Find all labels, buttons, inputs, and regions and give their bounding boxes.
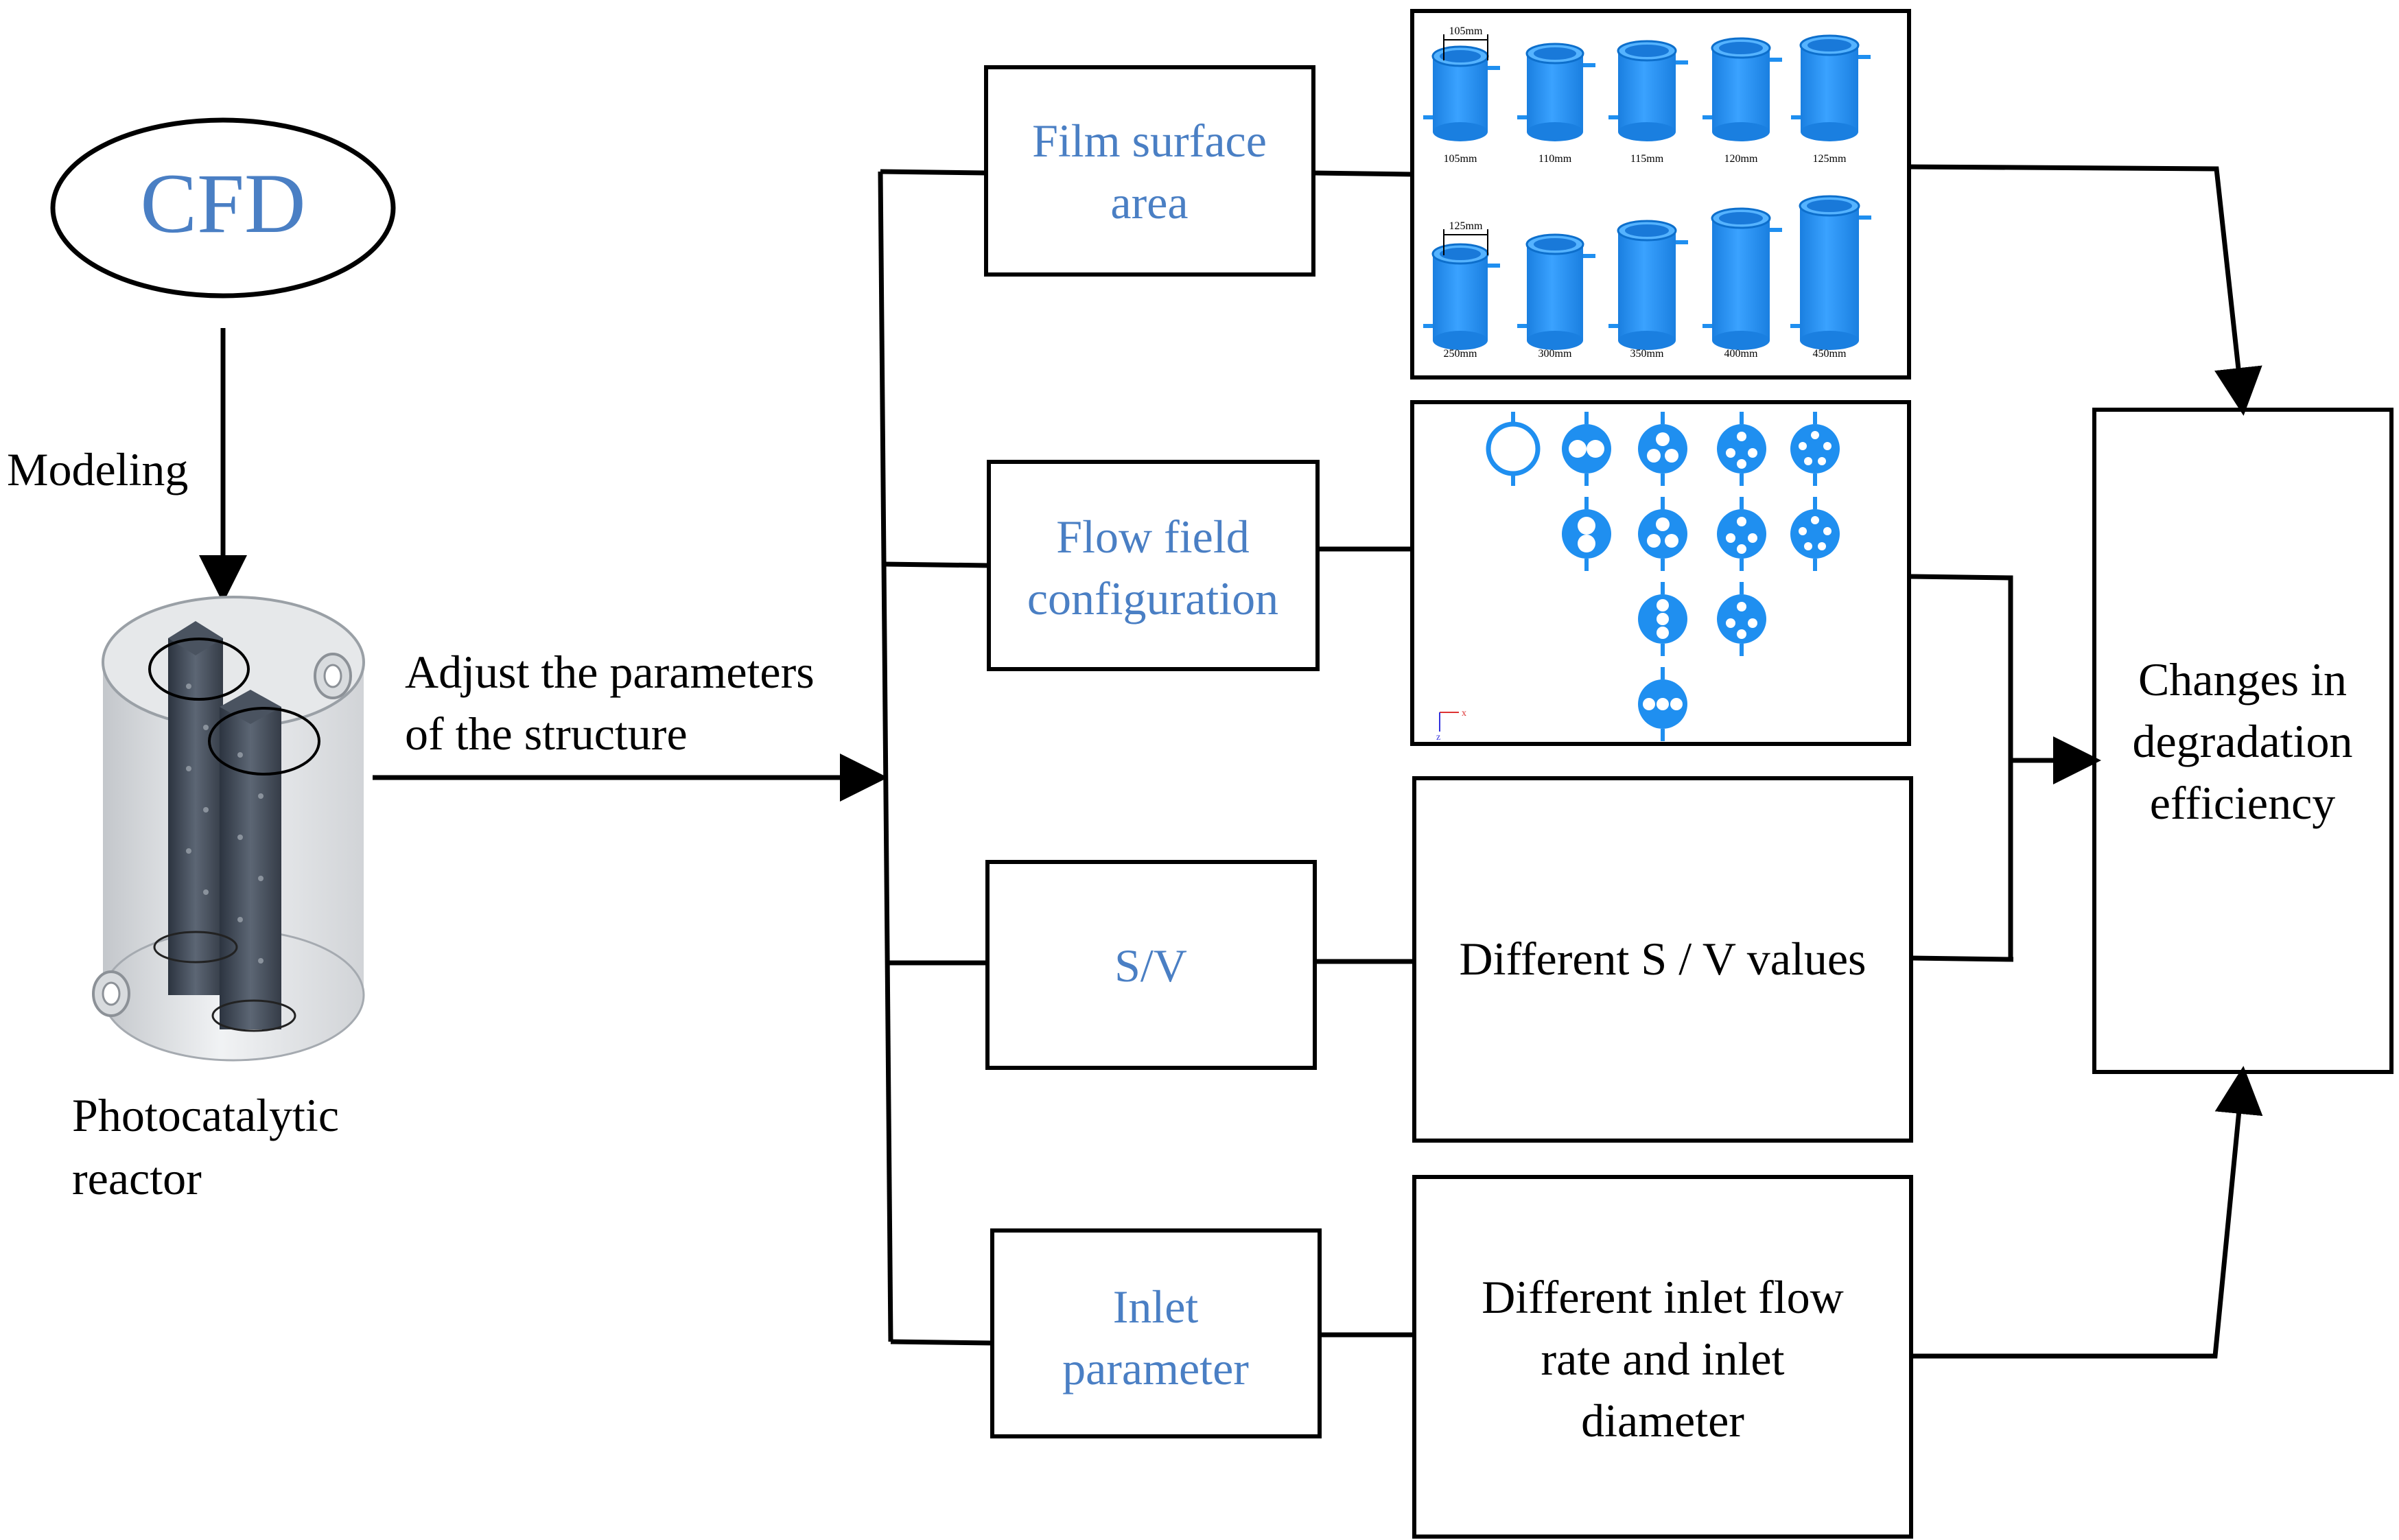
- cfd-node: CFD: [50, 117, 396, 299]
- film-to-result-arrow: [1908, 164, 2262, 416]
- axis-x-label: x: [1462, 708, 1466, 719]
- reactor-illustration: [92, 596, 365, 1062]
- film-surface-line1: Film surface: [1032, 115, 1267, 167]
- result-line3: efficiency: [2150, 777, 2336, 829]
- film-dimension-bottom-label: 125mm: [1449, 220, 1483, 232]
- inlet-detail-line3: diameter: [1581, 1395, 1744, 1447]
- flow-config-disc: [1562, 412, 1611, 486]
- film-dimension-bottom: 125mm: [1443, 220, 1488, 255]
- flow-config-disc: [1638, 497, 1687, 571]
- flow-config-disc: [1790, 412, 1840, 486]
- inlet-to-result-arrow: [1911, 1066, 2263, 1359]
- flow-config-disc: [1790, 497, 1840, 571]
- result-line2: degradation: [2133, 715, 2353, 767]
- flow-config-disc: [1717, 412, 1766, 486]
- film-cylinder: 105mm: [1423, 45, 1500, 165]
- film-cylinder-label: 125mm: [1813, 153, 1847, 165]
- film-cylinder: 300mm: [1517, 233, 1595, 360]
- flow-config-disc: [1717, 582, 1766, 656]
- film-cylinder-label: 250mm: [1444, 348, 1477, 360]
- sv-detail-box: Different S / V values: [1412, 776, 1913, 1143]
- flow-to-result-line: [1908, 574, 2013, 961]
- film-cylinder-label: 110mm: [1538, 153, 1572, 165]
- sv-box: S/V: [985, 860, 1317, 1070]
- film-cylinder: 350mm: [1608, 220, 1688, 360]
- film-surface-line2: area: [1110, 176, 1188, 229]
- film-cylinder-label: 300mm: [1538, 348, 1572, 360]
- inlet-detail-box: Different inlet flow rate and inlet diam…: [1412, 1175, 1913, 1539]
- film-cylinder-label: 450mm: [1813, 348, 1847, 360]
- cfd-label: CFD: [140, 156, 305, 250]
- film-connector: [1313, 170, 1413, 177]
- inlet-detail-line1: Different inlet flow: [1482, 1271, 1843, 1323]
- film-cylinder-label: 350mm: [1630, 348, 1664, 360]
- inlet-detail-line2: rate and inlet: [1541, 1333, 1785, 1385]
- sv-detail-text: Different S / V values: [1459, 933, 1866, 985]
- flow-config-disc: [1717, 497, 1766, 571]
- axis-triad-icon: xz: [1436, 708, 1466, 743]
- reactor-label-line1: Photocatalytic: [72, 1089, 339, 1141]
- adjust-label-line2: of the structure: [405, 708, 688, 760]
- flow-field-line2: configuration: [1027, 572, 1278, 625]
- film-cylinder: 110mm: [1517, 43, 1595, 165]
- branch-trunk: [878, 171, 893, 1342]
- flow-config-disc: [1638, 582, 1687, 656]
- branch-film: [880, 169, 987, 176]
- film-cylinder-label: 105mm: [1444, 153, 1477, 165]
- modeling-label: Modeling: [7, 443, 188, 495]
- film-cylinder-label: 400mm: [1724, 348, 1758, 360]
- film-cylinder-label: 115mm: [1630, 153, 1664, 165]
- flow-detail-box: xz: [1410, 400, 1911, 746]
- reactor-label-line2: reactor: [72, 1152, 202, 1204]
- film-surface-box: Film surface area: [984, 65, 1315, 277]
- film-detail-box: 105mm 110mm 115mm 120mm 125mm 250mm 300mm 350mm…: [1410, 9, 1911, 380]
- film-cylinder: 115mm: [1608, 40, 1688, 165]
- film-cylinder: 450mm: [1790, 195, 1871, 360]
- film-cylinder: 125mm: [1791, 34, 1871, 165]
- inlet-parameter-box: Inlet parameter: [990, 1228, 1322, 1438]
- film-cylinder: 250mm: [1423, 243, 1500, 360]
- film-dimension-top: 105mm: [1443, 25, 1488, 60]
- branch-flow: [883, 561, 990, 568]
- flow-config-disc: [1486, 412, 1541, 486]
- sv-label: S/V: [1114, 940, 1187, 992]
- result-line1: Changes in: [2138, 653, 2347, 705]
- flow-config-disc: [1562, 497, 1611, 571]
- film-dimension-top-label: 105mm: [1449, 25, 1483, 37]
- flow-field-line1: Flow field: [1056, 511, 1249, 563]
- film-cylinder-label: 120mm: [1724, 153, 1758, 165]
- flow-config-disc: [1638, 667, 1687, 741]
- result-box: Changes in degradation efficiency: [2092, 408, 2394, 1074]
- flow-field-box: Flow field configuration: [987, 460, 1320, 671]
- film-cylinder: 120mm: [1702, 37, 1782, 165]
- flow-config-disc: [1638, 412, 1687, 486]
- branch-inlet: [890, 1339, 993, 1346]
- axis-z-label: z: [1436, 732, 1440, 743]
- inlet-parameter-line2: parameter: [1062, 1342, 1249, 1395]
- film-cylinder: 400mm: [1702, 207, 1782, 360]
- sv-to-result-line: [1910, 955, 2014, 962]
- inlet-parameter-line1: Inlet: [1113, 1281, 1199, 1333]
- adjust-label-line1: Adjust the parameters: [405, 646, 815, 698]
